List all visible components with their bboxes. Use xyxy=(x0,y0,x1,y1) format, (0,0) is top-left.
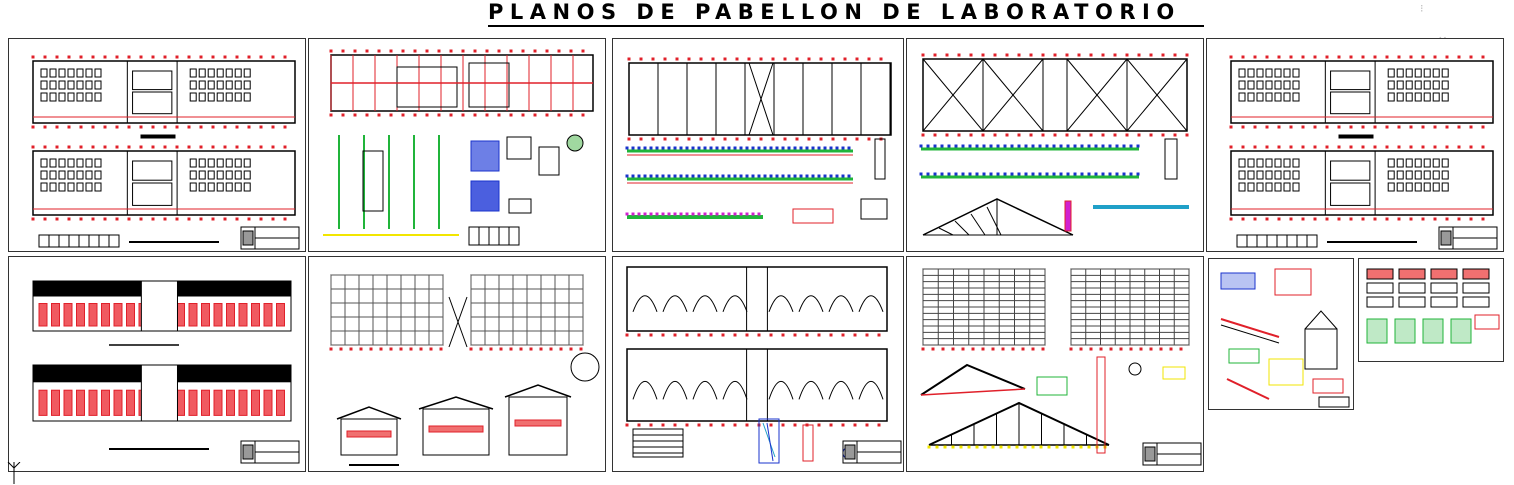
floor-plans-drawing-copy xyxy=(1229,55,1498,250)
title-underline xyxy=(488,25,1204,27)
sheet-truss-details[interactable] xyxy=(906,256,1204,472)
elevations-drawing xyxy=(32,280,300,464)
structure-beams-drawing xyxy=(625,57,892,224)
floor-plans-drawing xyxy=(31,55,300,250)
sheet-carpentry-details[interactable] xyxy=(1358,258,1504,362)
sheet-foundations[interactable] xyxy=(308,38,606,252)
sections-drawing xyxy=(329,274,600,466)
drawing-set-title: PLANOS DE PABELLON DE LABORATORIO xyxy=(488,0,1181,24)
sheet-floor-plans-2[interactable] xyxy=(1206,38,1504,252)
foundation-drawing xyxy=(323,49,594,246)
electrical-drawing xyxy=(625,266,902,464)
sheet-stair-details[interactable] xyxy=(1208,258,1354,410)
menu-icon[interactable]: ⁝ xyxy=(1420,2,1424,15)
sheet-structure-beams[interactable] xyxy=(612,38,904,252)
sheet-floor-plans-1[interactable] xyxy=(8,38,306,252)
truss-details-drawing xyxy=(920,268,1202,466)
carpentry-details-drawing xyxy=(1366,268,1500,344)
sheet-sections[interactable] xyxy=(308,256,606,472)
ucs-axis-icon xyxy=(7,462,21,484)
sheet-roof-structure[interactable] xyxy=(906,38,1204,252)
stair-details-drawing xyxy=(1220,268,1350,408)
sheet-electrical[interactable] xyxy=(612,256,904,472)
sheet-elevations[interactable] xyxy=(8,256,306,472)
roof-structure-drawing xyxy=(919,53,1189,236)
